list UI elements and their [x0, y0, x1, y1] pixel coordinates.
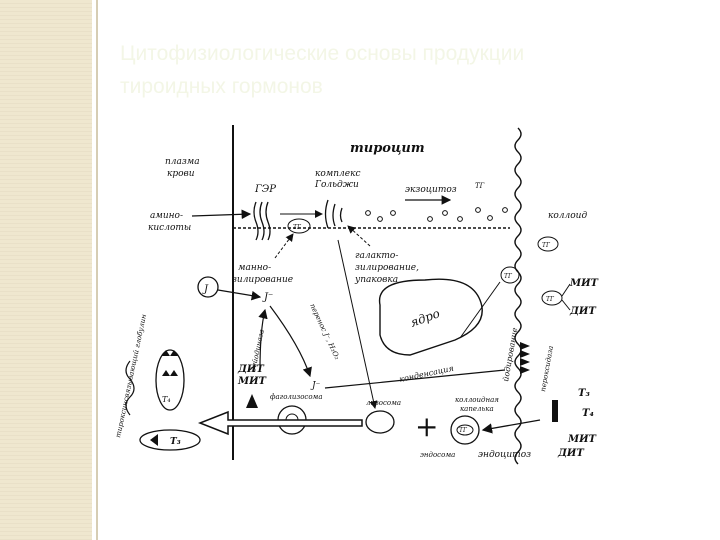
t3-right-label: T₃: [578, 388, 590, 399]
blood-plasma-label-1: плазма: [165, 157, 200, 167]
condensation-label: конденсация: [399, 364, 455, 384]
iodide-arrow: [217, 289, 262, 301]
ger-organelle: [253, 201, 271, 241]
decorative-side-strip: [0, 0, 92, 540]
endocytosis-label: эндоцитоз: [478, 450, 531, 460]
ger-label: ГЭР: [254, 184, 276, 195]
colloid-tg: [537, 236, 559, 252]
tbg-protein: [155, 349, 185, 411]
exocytosis-vesicles: [365, 207, 508, 222]
colloid-drop-label-2: капелька: [460, 405, 494, 413]
mit-right-label: МИТ: [569, 278, 600, 289]
endosome-tg: [456, 424, 474, 436]
golgi-label-2: Гольджи: [314, 180, 359, 190]
tg-vesicle-er: [287, 218, 311, 234]
dit-bottom-label: ДИТ: [557, 448, 585, 459]
t3-complex: [139, 429, 201, 451]
plus-sign: +: [415, 410, 438, 443]
exocytosis-label: экзоцитоз: [405, 185, 457, 195]
peroxidase-transport-label: перенос J⁻, Н₂О₂: [308, 302, 341, 361]
galactosylation-arrow: [347, 225, 371, 247]
tbg-chain: [125, 360, 135, 416]
endosome-tg-label: ТГ: [459, 427, 468, 434]
dit-label: ДИТ: [237, 364, 265, 375]
mannosylation-label-1: манно-: [238, 263, 271, 273]
hormone-release-arrow: [197, 410, 363, 436]
dit-right-connector: [561, 299, 571, 311]
slide-title-line-2: тироидных гормонов: [120, 74, 323, 98]
side-divider: [96, 0, 98, 540]
nucleus-label: ядро: [408, 306, 441, 330]
nucleus: [378, 278, 483, 356]
t4-tbg-label: T₄: [162, 395, 171, 404]
amino-label-2: кислоты: [148, 223, 191, 233]
endosome-label: эндосома: [420, 451, 455, 459]
apical-tg-label: ТГ: [504, 273, 513, 280]
golgi-to-lysosome-arrow: [337, 239, 378, 409]
phagolysosome-label: фаголизосома: [270, 393, 323, 401]
galactosylation-label-3: упаковка: [354, 275, 398, 285]
mannosylation-label-2: зилирование: [232, 275, 293, 285]
dit-mit-up-arrow: [246, 394, 258, 408]
amino-label-1: амино-: [150, 211, 183, 221]
golgi-label-1: комплекс: [315, 169, 361, 179]
galactosylation-label-2: зилирование,: [355, 263, 419, 273]
tg-exo-label: ТГ: [475, 182, 485, 190]
colloid-iodinated-tg-label: ТГ: [546, 296, 555, 303]
condensation-line: [324, 369, 506, 389]
peroxidase-label: пероксидаза: [539, 345, 555, 392]
endocytosis-arrow: [481, 419, 541, 434]
iodine-ion-label: J⁻: [262, 292, 273, 303]
colloid-drop-label-1: коллоидная: [455, 396, 499, 404]
apical-hormone-blocks: [552, 400, 558, 422]
iodide-label: J: [202, 284, 209, 295]
mit-right-connector: [561, 283, 571, 297]
thyrocyte-label: тироцит: [350, 141, 425, 156]
amino-arrow: [191, 209, 252, 220]
blood-plasma-label-2: крови: [167, 169, 195, 179]
apical-microvilli-membrane: [514, 127, 522, 465]
t3-left-label: T₃: [170, 437, 181, 447]
iodine-ion2-label: J⁻: [310, 381, 321, 391]
t4-right-label: T₄: [582, 408, 594, 419]
golgi-organelle: [324, 199, 343, 229]
mannosylation-arrow: [274, 233, 294, 259]
diagram-svg: тироцит плазма крови ГЭР комплекс Гольдж…: [114, 125, 600, 465]
slide-title-line-1: Цитофизиологические основы продукции: [120, 42, 525, 65]
t3-complex-arrow: [150, 434, 158, 446]
peroxidase-blocks: [520, 342, 530, 374]
galactosylation-label-1: галакто-: [355, 251, 398, 261]
colloid-iodinated-tg: [541, 290, 563, 306]
lysosome-label: лизосома: [366, 399, 401, 407]
tg-er-label: ТГ: [293, 224, 302, 231]
deiodinase-return-arrow: [258, 308, 268, 371]
tg-to-nucleus-path: [459, 281, 501, 339]
tbg-label: тироксинсвязывающий глобулин: [114, 313, 148, 438]
iodide-circle: [197, 276, 219, 298]
slide-title: Цитофизиологические основы продукции тир…: [120, 38, 700, 103]
colloid-label: коллоид: [548, 211, 587, 221]
iodination-label: йодирование: [501, 327, 519, 383]
colloid-tg-label: ТГ: [542, 242, 551, 249]
dit-right-label: ДИТ: [569, 306, 597, 317]
tbg-bound-hormones: [162, 350, 178, 376]
mit-label: МИТ: [237, 376, 268, 387]
mit-bottom-label: МИТ: [567, 434, 598, 445]
apical-tg-vesicle: [500, 266, 520, 284]
iodine-oxidation-arrow: [269, 305, 312, 378]
thyroid-hormone-diagram: тироцит плазма крови ГЭР комплекс Гольдж…: [100, 120, 620, 480]
endosome: [450, 415, 480, 445]
lysosome: [365, 410, 395, 434]
